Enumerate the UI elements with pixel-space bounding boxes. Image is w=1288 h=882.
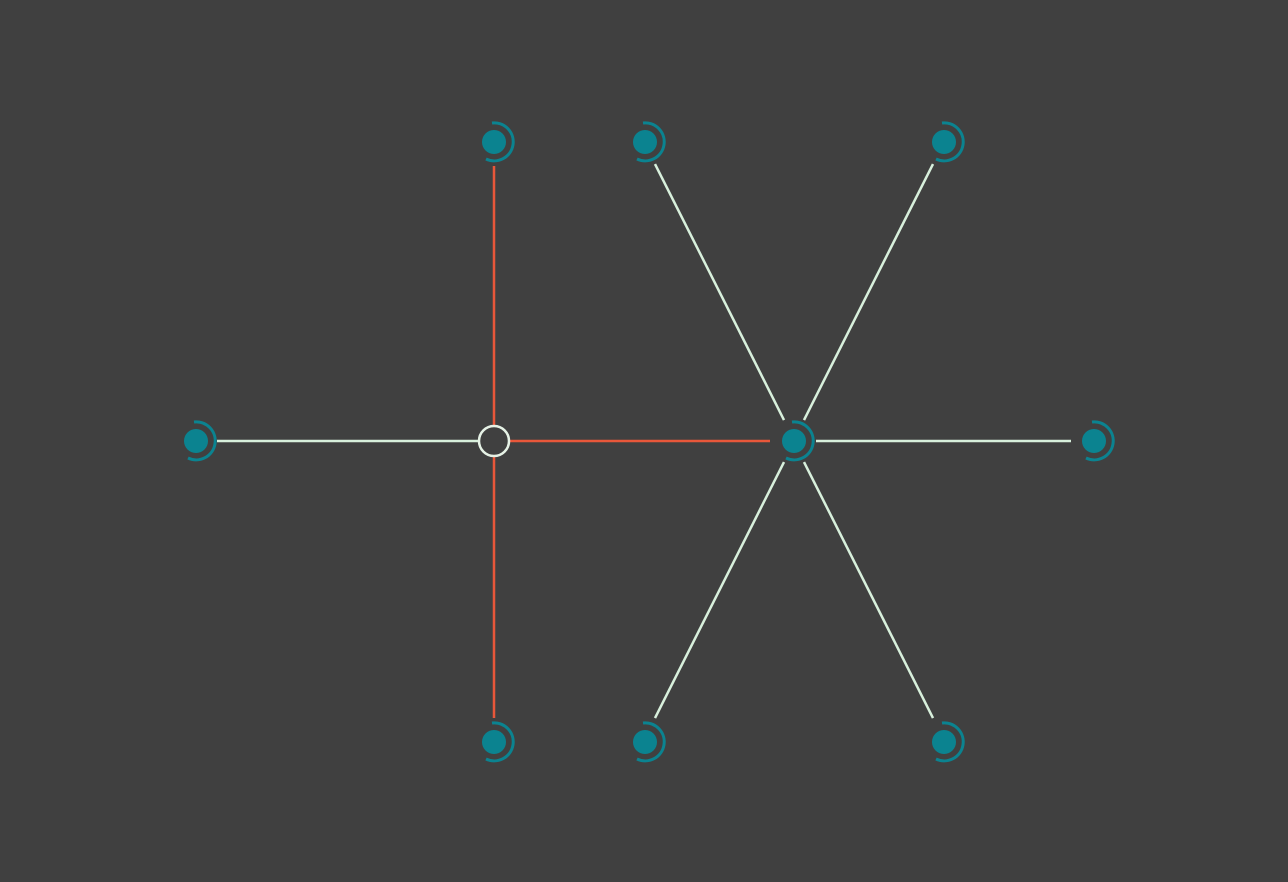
link-center-to-upper-left-node[interactable] (653, 163, 786, 421)
node-arc-icon (485, 121, 515, 163)
hub-node-empty[interactable] (477, 424, 511, 458)
nodes-layer (184, 121, 1115, 763)
node-dot-icon (633, 130, 657, 154)
node-center[interactable] (782, 420, 815, 462)
node-arc-icon (935, 121, 965, 163)
node-bottom-center[interactable] (633, 721, 666, 763)
node-top-left[interactable] (482, 121, 515, 163)
node-left[interactable] (184, 420, 217, 462)
node-bottom-left[interactable] (482, 721, 515, 763)
link-center-to-lower-right-node[interactable] (802, 461, 935, 719)
node-dot-icon (482, 130, 506, 154)
node-top-center[interactable] (633, 121, 666, 163)
node-top-right[interactable] (932, 121, 965, 163)
node-arc-icon (785, 420, 815, 462)
node-right[interactable] (1082, 420, 1115, 462)
node-dot-icon (932, 130, 956, 154)
link-center-to-upper-right-node[interactable] (802, 163, 935, 421)
node-dot-icon (932, 730, 956, 754)
node-dot-icon (1082, 429, 1106, 453)
node-arc-icon (636, 121, 666, 163)
node-dot-icon (184, 429, 208, 453)
node-bottom-right[interactable] (932, 721, 965, 763)
node-dot-icon (782, 429, 806, 453)
hollow-circle-icon (477, 424, 511, 458)
node-arc-icon (1085, 420, 1115, 462)
node-arc-icon (187, 420, 217, 462)
links-layer (217, 163, 1071, 719)
node-dot-icon (482, 730, 506, 754)
node-dot-icon (633, 730, 657, 754)
node-arc-icon (485, 721, 515, 763)
node-arc-icon (636, 721, 666, 763)
link-center-to-lower-left-node[interactable] (653, 461, 786, 719)
node-arc-icon (935, 721, 965, 763)
